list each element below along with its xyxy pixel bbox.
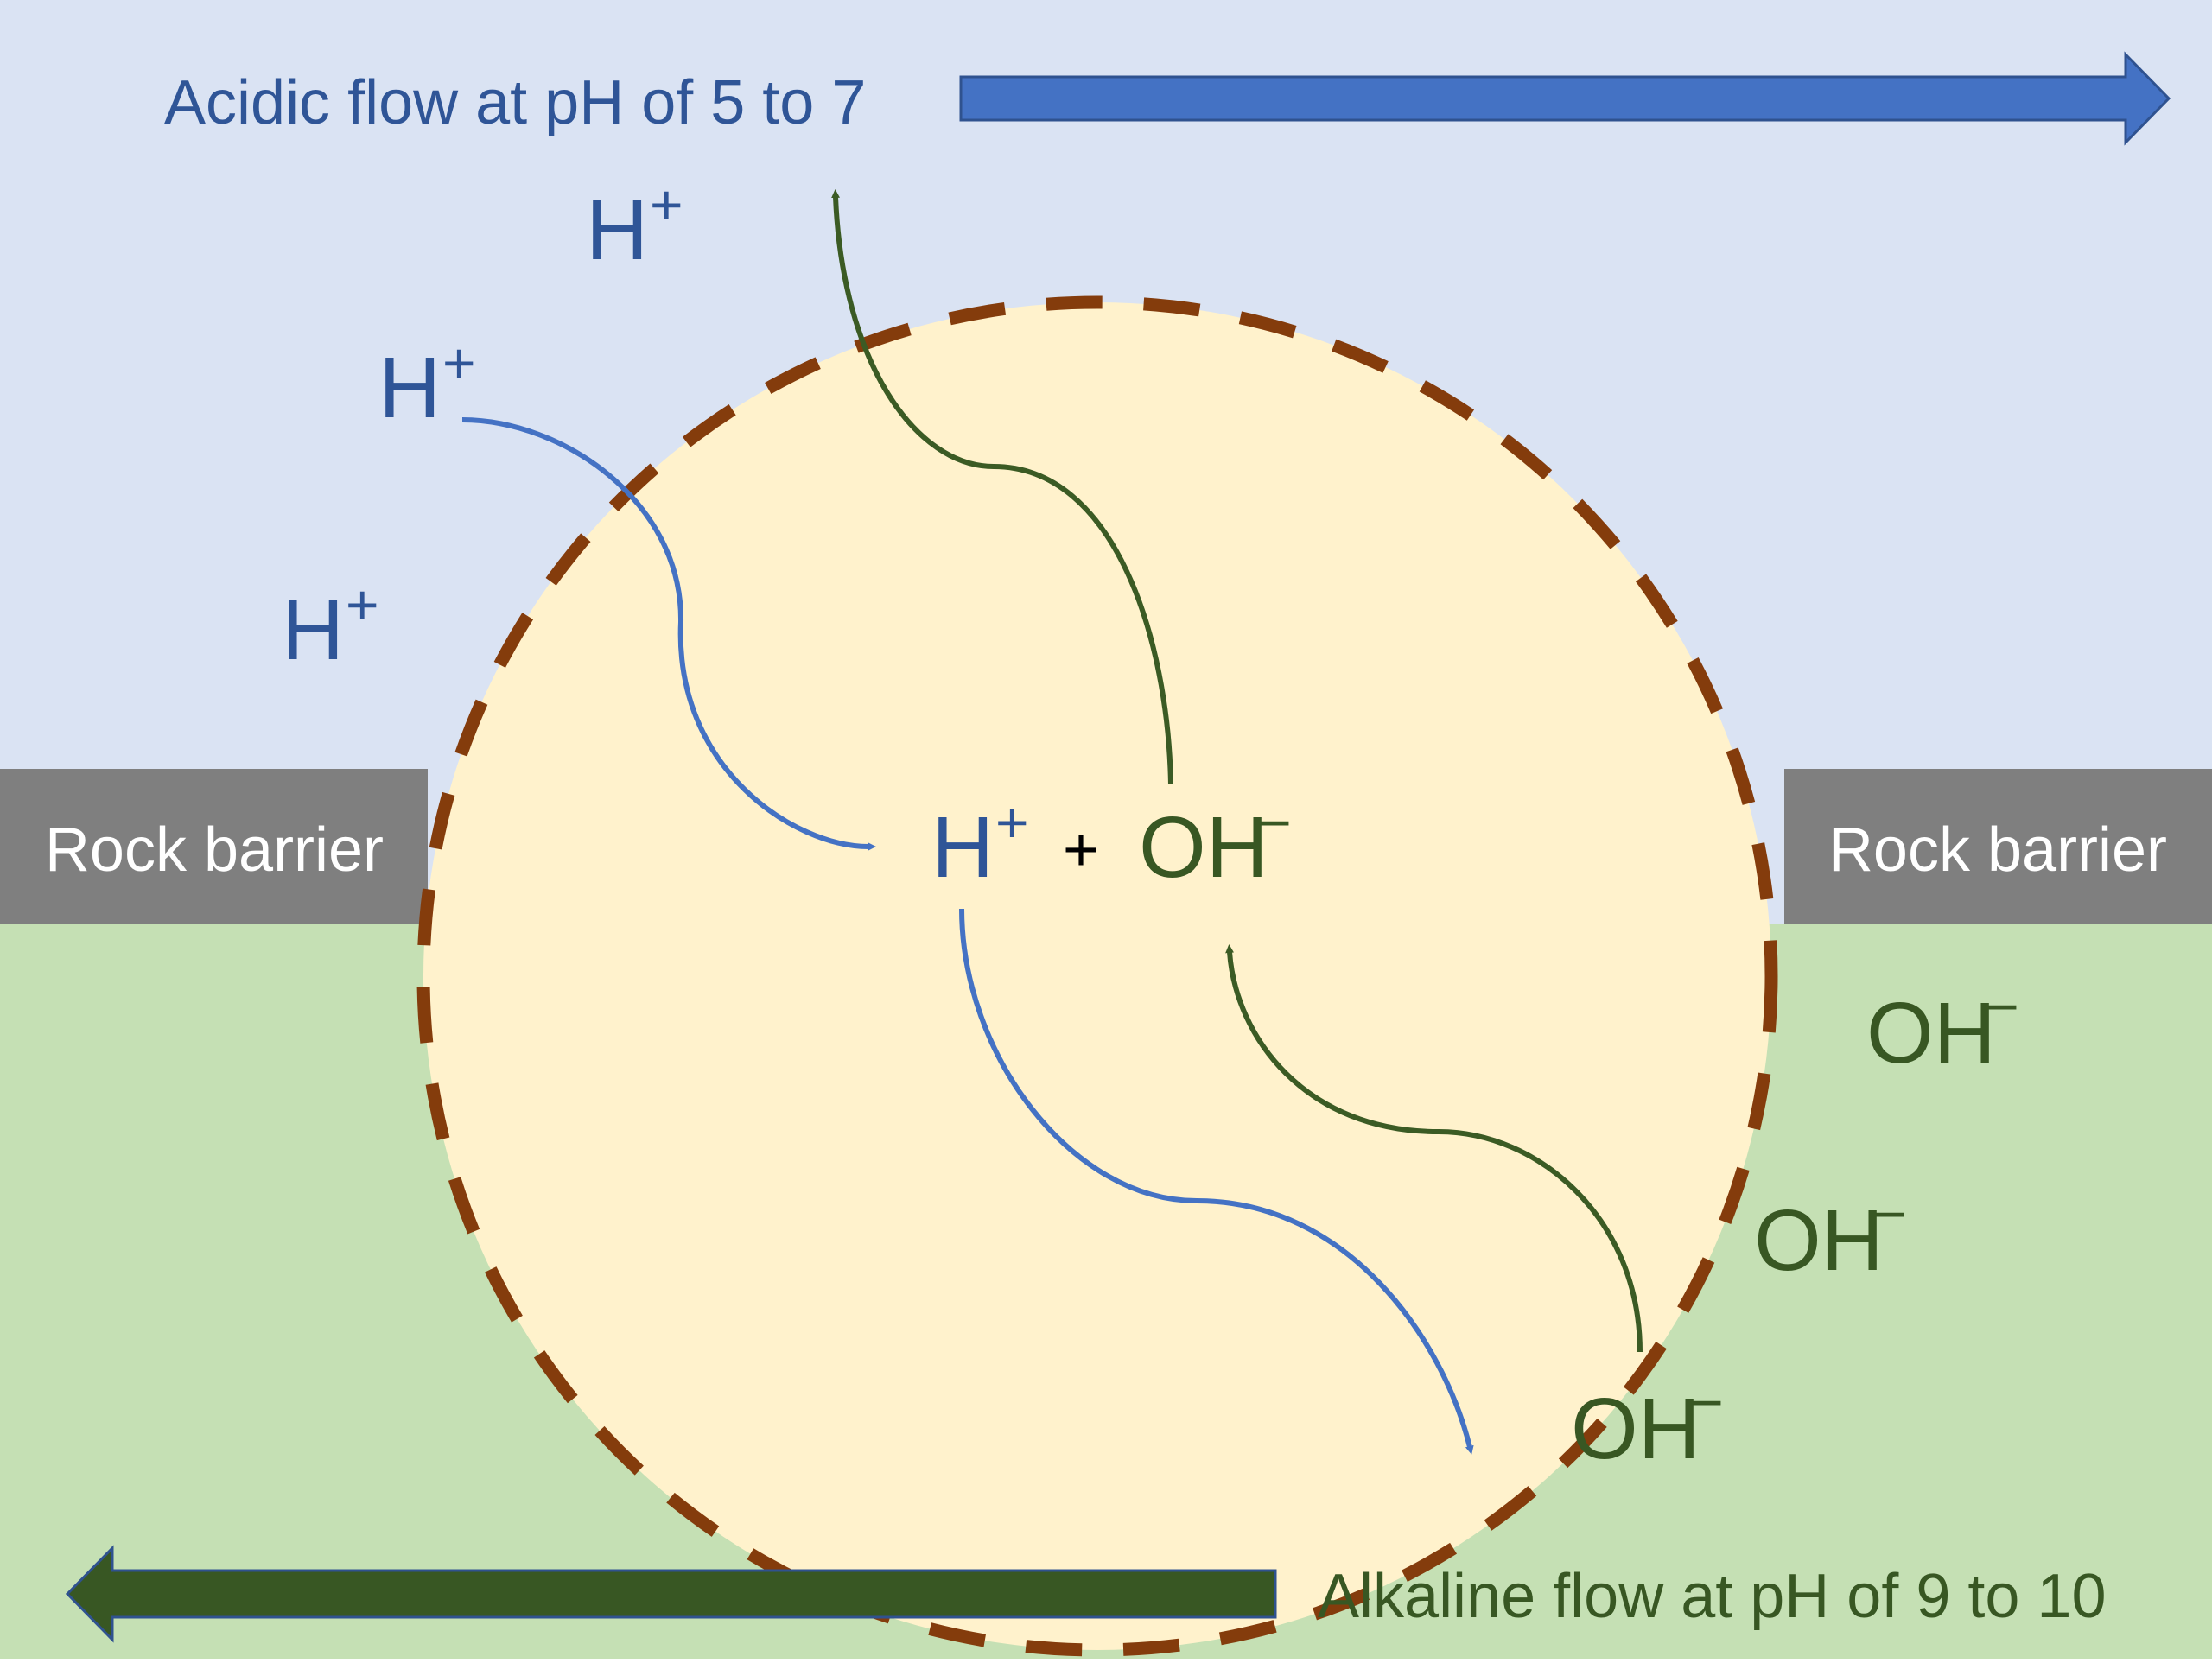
reaction-equation: H + + OH − xyxy=(931,790,1292,896)
reaction-zone-border xyxy=(416,295,1778,1657)
reaction-oh-base: OH xyxy=(1139,799,1268,896)
reaction-h-base: H xyxy=(931,799,994,896)
hydrogen-ion-3-base: H xyxy=(282,581,344,678)
hydrogen-inflow-arrow xyxy=(461,417,876,851)
rock-barrier-left-label: Rock barrier xyxy=(45,816,384,885)
hydroxide-ion-3-base: OH xyxy=(1571,1381,1700,1477)
hydrogen-ion-1-base: H xyxy=(586,181,648,278)
rock-barrier-right-label: Rock barrier xyxy=(1828,816,2167,885)
hydrogen-outflow-arrow xyxy=(959,908,1474,1455)
hydroxide-ion-3: OH − xyxy=(1571,1370,1724,1477)
hydroxide-outflow-arrow xyxy=(831,189,1173,785)
alkaline-flow-label: Alkaline flow at pH of 9 to 10 xyxy=(1318,1562,2107,1631)
reaction-plus-sign: + xyxy=(1063,816,1099,885)
acidic-flow-arrow xyxy=(959,51,2171,146)
rock-barrier-right xyxy=(1784,769,2212,924)
hydrogen-ion-1-charge: + xyxy=(650,173,683,237)
hydroxide-ion-2: OH − xyxy=(1754,1182,1907,1289)
hydrogen-ion-1: H + xyxy=(586,173,683,278)
reaction-h-charge: + xyxy=(995,790,1029,854)
hydroxide-ion-1: OH − xyxy=(1866,974,2019,1082)
hydrogen-ion-3-charge: + xyxy=(346,573,379,637)
hydroxide-inflow-arrow xyxy=(1225,944,1643,1353)
reaction-oh-charge: − xyxy=(1258,790,1292,854)
hydroxide-ion-2-base: OH xyxy=(1754,1192,1884,1289)
hydroxide-ion-1-charge: − xyxy=(1986,974,2019,1038)
alkaline-flow-arrow xyxy=(65,1545,1277,1643)
hydroxide-ion-3-charge: − xyxy=(1690,1370,1724,1434)
hydrogen-ion-3: H + xyxy=(282,573,379,678)
hydroxide-ion-1-base: OH xyxy=(1866,985,1996,1082)
reaction-zone-fill xyxy=(423,302,1771,1650)
hydrogen-ion-2-charge: + xyxy=(442,331,476,395)
hydroxide-ion-2-charge: − xyxy=(1873,1182,1907,1246)
acidic-flow-label: Acidic flow at pH of 5 to 7 xyxy=(164,68,866,137)
hydrogen-ion-2-base: H xyxy=(378,340,441,436)
hydrogen-ion-2: H + xyxy=(378,331,476,436)
rock-barrier-left xyxy=(0,769,428,924)
